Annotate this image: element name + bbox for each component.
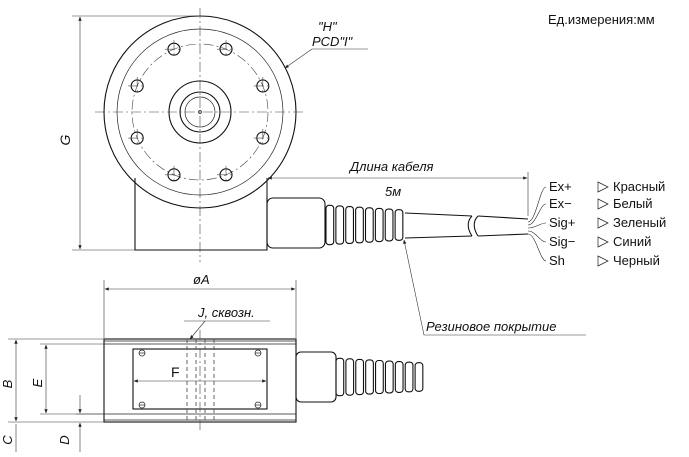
sleeve-rib — [355, 206, 364, 244]
h-label: "H" — [318, 19, 338, 34]
g-label: G — [57, 134, 73, 145]
cable-top-edge — [404, 212, 473, 217]
rubber-cover-leader — [403, 239, 586, 336]
cable-top-edge-2 — [477, 215, 529, 220]
bolt-holes — [128, 40, 272, 184]
sleeve-rib — [335, 357, 345, 397]
wire-lead — [527, 203, 547, 226]
side-cable-collar — [295, 351, 337, 403]
wire-color-label: Красный — [613, 179, 665, 194]
rubber-sleeve-side — [335, 357, 424, 397]
sleeve-rib — [325, 204, 335, 246]
pcd-label: PCD"I" — [312, 34, 354, 49]
c-label: C — [0, 435, 15, 445]
wire-lead — [527, 222, 547, 229]
cable-bottom-edge — [404, 235, 473, 239]
rubber-cover-label: Резиновое покрытие — [426, 319, 556, 334]
sleeve-rib — [404, 361, 414, 393]
triangle-icon — [597, 236, 609, 248]
cable-collar — [266, 197, 326, 249]
cable-break-right — [473, 215, 479, 237]
sleeve-rib — [394, 209, 404, 241]
through-hole-label: J, сквозн. — [197, 305, 255, 320]
pcd-leader — [284, 48, 313, 69]
wire-lead — [527, 186, 547, 223]
sleeve-rib — [355, 358, 365, 396]
cable-bottom-edge-2 — [477, 233, 529, 237]
sleeve-rib — [384, 360, 394, 394]
rubber-sleeve-top — [325, 204, 404, 246]
b-label: B — [0, 379, 15, 388]
sleeve-rib — [335, 205, 345, 245]
dia-a-label: øA — [193, 272, 210, 287]
triangle-icon — [597, 217, 609, 229]
sleeve-rib — [365, 359, 374, 395]
sleeve-rib — [394, 361, 404, 393]
sleeve-rib — [374, 207, 384, 243]
e-label: E — [30, 378, 45, 387]
f-label: F — [171, 364, 180, 380]
cable-break-left — [467, 215, 473, 237]
sleeve-rib — [375, 359, 384, 395]
wire-signal-label: Sig− — [549, 234, 575, 249]
cable-length-value: 5м — [385, 184, 401, 199]
triangle-icon — [597, 198, 609, 210]
sleeve-rib — [364, 207, 374, 243]
sleeve-rib — [414, 362, 424, 392]
d-label: D — [57, 435, 72, 444]
triangle-icon — [597, 181, 609, 193]
sleeve-rib — [384, 208, 394, 242]
units-note: Ед.измерения:мм — [548, 12, 655, 27]
wire-lead — [527, 233, 547, 262]
wire-color-label: Синий — [613, 234, 651, 249]
wire-color-label: Зеленый — [613, 215, 666, 230]
wire-signal-label: Ex− — [549, 196, 572, 211]
wire-lead — [527, 230, 547, 243]
top-view-body — [134, 178, 268, 251]
wire-color-label: Белый — [613, 196, 653, 211]
sleeve-rib — [345, 206, 355, 244]
cable-length-label: Длина кабеля — [348, 159, 434, 174]
sleeve-rib — [345, 358, 355, 396]
wire-fanout — [527, 186, 547, 262]
triangle-icon — [597, 255, 609, 267]
wire-signal-label: Sh — [549, 253, 565, 268]
j-leader — [189, 320, 206, 340]
wire-signal-label: Ex+ — [549, 179, 572, 194]
wire-color-label: Черный — [613, 253, 660, 268]
side-view: øA J, сквозн. F B E — [0, 272, 424, 452]
top-view: G "H" PCD"I" Длина кабеля 5м Ex+КрасныйE… — [57, 8, 666, 336]
wire-signal-label: Sig+ — [549, 215, 575, 230]
plate-screws — [138, 349, 262, 409]
